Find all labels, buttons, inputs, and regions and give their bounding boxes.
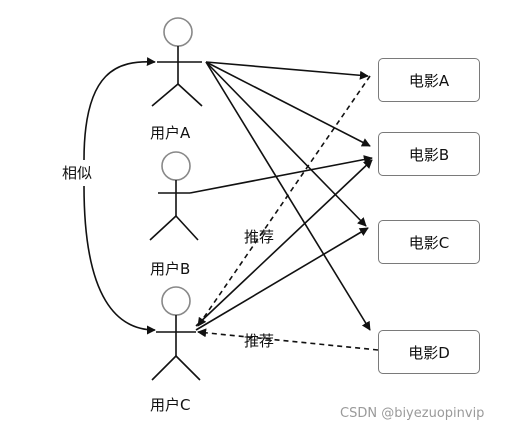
edge-userA-movieA (205, 61, 369, 80)
edge-userC-movieC (195, 227, 369, 331)
edge-userB-movieB (189, 155, 373, 194)
user-c-label: 用户C (150, 396, 191, 414)
user-b-label: 用户B (150, 260, 191, 278)
recommend-movieD-to-userC (197, 328, 379, 351)
edge-userA-movieB (205, 61, 371, 147)
edge-userA-movieC (205, 61, 367, 227)
watermark-text: CSDN @biyezuopinvip (340, 406, 485, 421)
user-c-figure (151, 286, 201, 381)
user-a-figure (151, 17, 203, 107)
recommend-label-upper: 推荐 (244, 228, 275, 246)
edge-userC-movieB (195, 159, 373, 327)
movie-c-box: 电影C (378, 220, 480, 264)
similarity-arrow-lower (83, 185, 156, 335)
similarity-arrow (83, 57, 156, 161)
movie-d-box: 电影D (378, 330, 480, 374)
user-b-figure (149, 151, 199, 241)
recommend-movieA-to-userC (197, 75, 371, 327)
movie-a-box: 电影A (378, 58, 480, 102)
similarity-label: 相似 (62, 164, 93, 182)
movie-b-box: 电影B (378, 132, 480, 176)
user-a-label: 用户A (150, 124, 191, 142)
movie-c-label: 电影C (408, 233, 450, 252)
recommend-label-lower: 推荐 (244, 332, 275, 350)
movie-a-label: 电影A (408, 71, 450, 90)
movie-d-label: 电影D (408, 343, 450, 362)
movie-b-label: 电影B (408, 145, 450, 164)
